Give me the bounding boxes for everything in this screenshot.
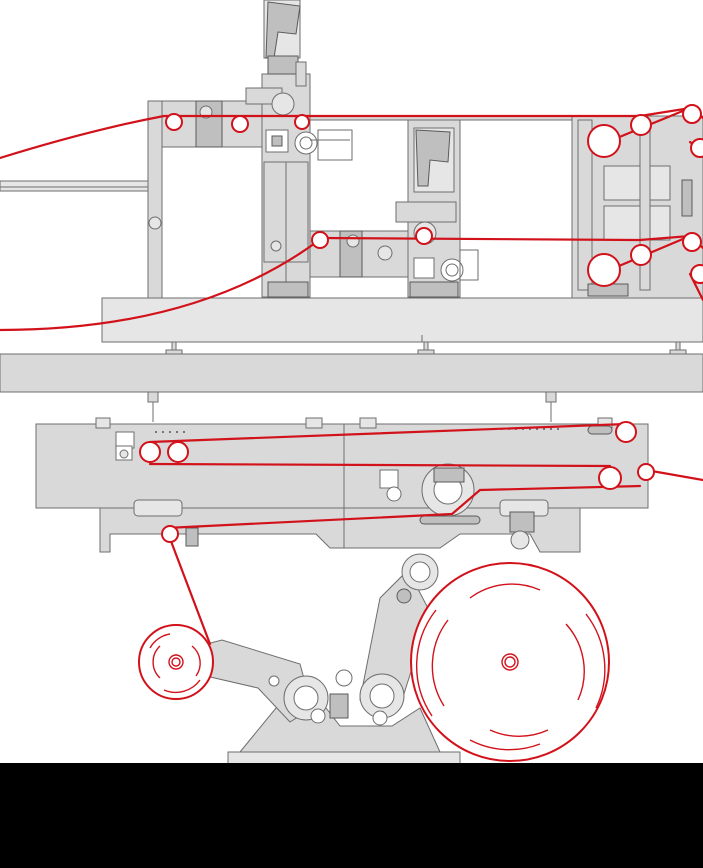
upper-base-plate (101, 297, 703, 343)
main-crossbeam (0, 353, 703, 393)
tower-left (245, 0, 353, 298)
left-frame-column (147, 100, 163, 299)
tower-center (309, 119, 479, 298)
right-unwind-roll (410, 562, 610, 762)
guide-rollers (139, 104, 703, 543)
upper-machine-section (0, 0, 703, 422)
left-guide-rails (0, 180, 151, 192)
footer-bar (0, 763, 703, 868)
middle-machine-section (35, 417, 649, 553)
middle-drive-unit (379, 463, 535, 550)
left-unwind-roll (138, 624, 214, 700)
base-feet (165, 341, 687, 355)
